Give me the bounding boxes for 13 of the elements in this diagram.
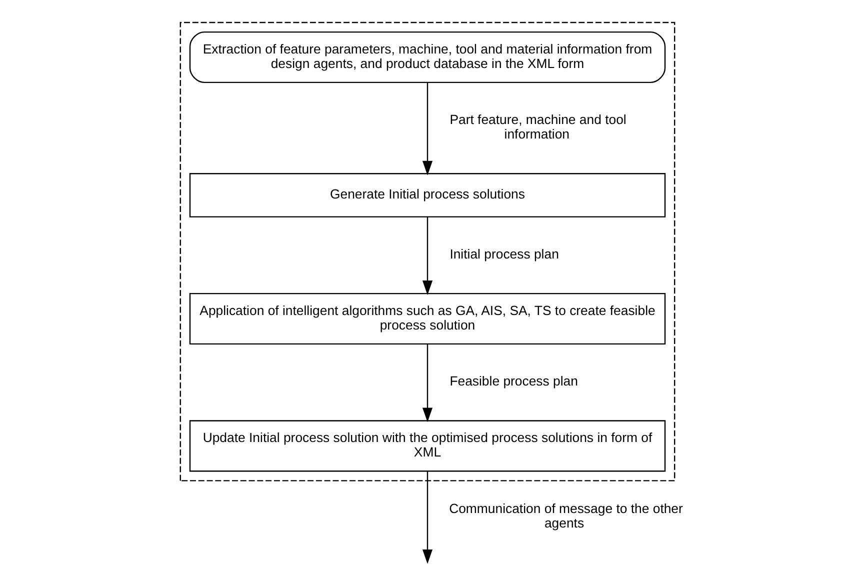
arrow [422,82,433,176]
arrow [422,472,433,564]
node-box: Application of intelligent algorithms such as GA, AIS, SA, TS to create feasible process solution [189,292,666,345]
node-box: Generate Initial process solutions [189,173,666,218]
arrow [422,344,433,422]
edge-label: Feasible process plan [450,374,578,389]
edge-label: Part feature, machine and tool information [450,112,626,142]
edge-label: Initial process plan [450,246,559,262]
node-box: Update Initial process solution with the optimised process solutions in form of XML [189,420,666,472]
edge-label: Communication of message to the other agents [449,500,683,530]
arrow [422,216,433,295]
cluster [180,22,676,482]
node-box: Extraction of feature parameters, machine, tool and material information from design agents, and product database in the XML form [189,31,666,84]
